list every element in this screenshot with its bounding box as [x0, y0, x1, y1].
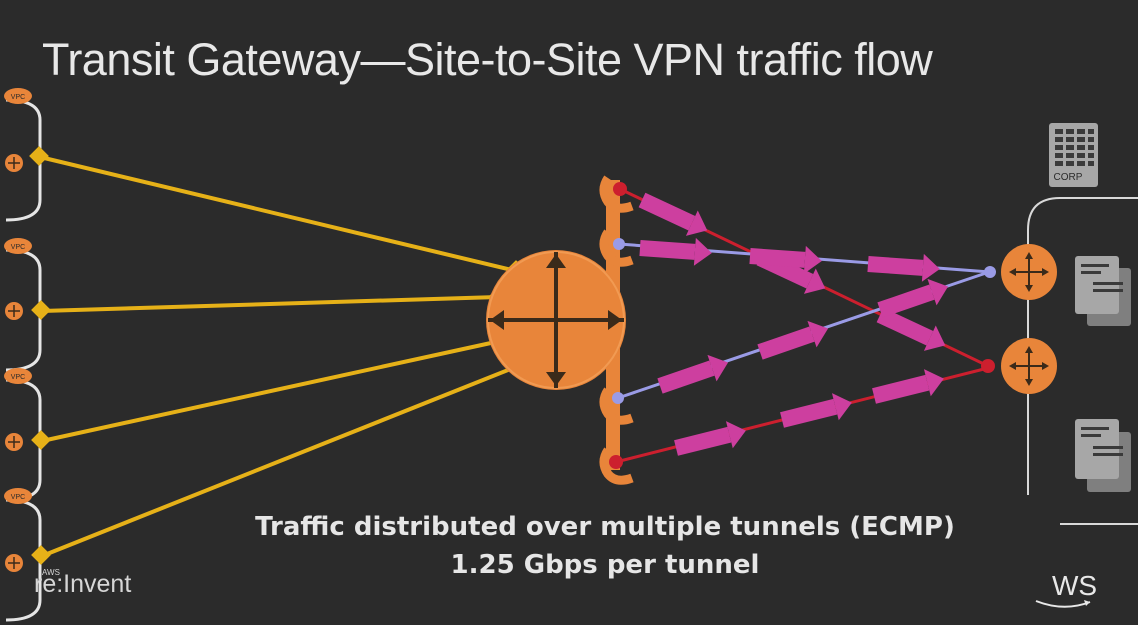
server-icon — [1075, 419, 1131, 492]
vpc-label: VPC — [11, 94, 25, 101]
reinvent-logo: AWS re:Invent — [34, 568, 132, 599]
aws-logo: WS — [1035, 570, 1098, 608]
router-icon — [5, 554, 23, 572]
vpc-group-3: VPC — [4, 368, 42, 502]
attachment-line — [41, 295, 499, 313]
vpn-endpoint-icon — [599, 175, 634, 485]
traffic-arrow — [877, 278, 949, 318]
tunnel-endpoint — [613, 182, 627, 196]
corp-label: CORP — [1054, 172, 1083, 183]
attachment-point — [31, 430, 51, 450]
attachment-line — [41, 339, 501, 443]
caption-line-1: Traffic distributed over multiple tunnel… — [255, 512, 955, 542]
aws-smile-icon — [1035, 600, 1091, 608]
reinvent-text: re:Invent — [34, 570, 132, 598]
traffic-arrow — [749, 245, 822, 274]
tunnel-endpoint — [613, 238, 625, 250]
traffic-arrow — [780, 393, 852, 428]
tunnel-endpoint — [981, 359, 995, 373]
attachment-line — [39, 155, 517, 273]
traffic-arrow — [757, 320, 829, 360]
traffic-arrow — [867, 253, 940, 282]
corp-datacenter-boundary — [1027, 197, 1138, 495]
tunnel-endpoint — [609, 455, 623, 469]
tunnel-endpoint — [612, 392, 624, 404]
aws-small-label: AWS — [42, 568, 60, 577]
caption-line-2: 1.25 Gbps per tunnel — [450, 550, 760, 580]
router-icon — [5, 154, 23, 172]
server-icon — [1075, 256, 1131, 326]
vpc-label: VPC — [11, 494, 25, 501]
building-icon: CORP — [1049, 123, 1098, 187]
attachment-point — [31, 545, 51, 565]
traffic-arrow — [639, 237, 712, 266]
router-icon — [1001, 244, 1057, 300]
router-icon — [1001, 338, 1057, 394]
vpc-label: VPC — [11, 374, 25, 381]
vpn-tunnels — [609, 182, 996, 469]
tunnel-endpoint — [984, 266, 996, 278]
slide-title: Transit Gateway—Site-to-Site VPN traffic… — [42, 34, 933, 85]
vpc-cloud-icon: VPC — [4, 368, 32, 384]
traffic-arrow — [876, 307, 946, 351]
aws-logo-text: WS — [1052, 570, 1098, 601]
traffic-arrow — [872, 369, 944, 404]
traffic-arrow — [657, 354, 729, 394]
router-icon — [5, 433, 23, 451]
vpc-cloud-icon: VPC — [4, 488, 32, 504]
vpc-attachments — [29, 146, 527, 565]
traffic-arrows — [638, 192, 949, 456]
traffic-arrow — [674, 421, 746, 456]
traffic-arrow — [638, 192, 708, 236]
router-icon — [5, 302, 23, 320]
vpc-cloud-icon: VPC — [4, 238, 32, 254]
vpc-cloud-icon: VPC — [4, 88, 32, 104]
vpc-label: VPC — [11, 244, 25, 251]
attachment-point — [31, 300, 51, 320]
transit-gateway-icon — [486, 180, 626, 470]
vpc-group-2: VPC — [4, 238, 42, 372]
attachment-point — [29, 146, 49, 166]
attachment-line — [41, 364, 519, 558]
